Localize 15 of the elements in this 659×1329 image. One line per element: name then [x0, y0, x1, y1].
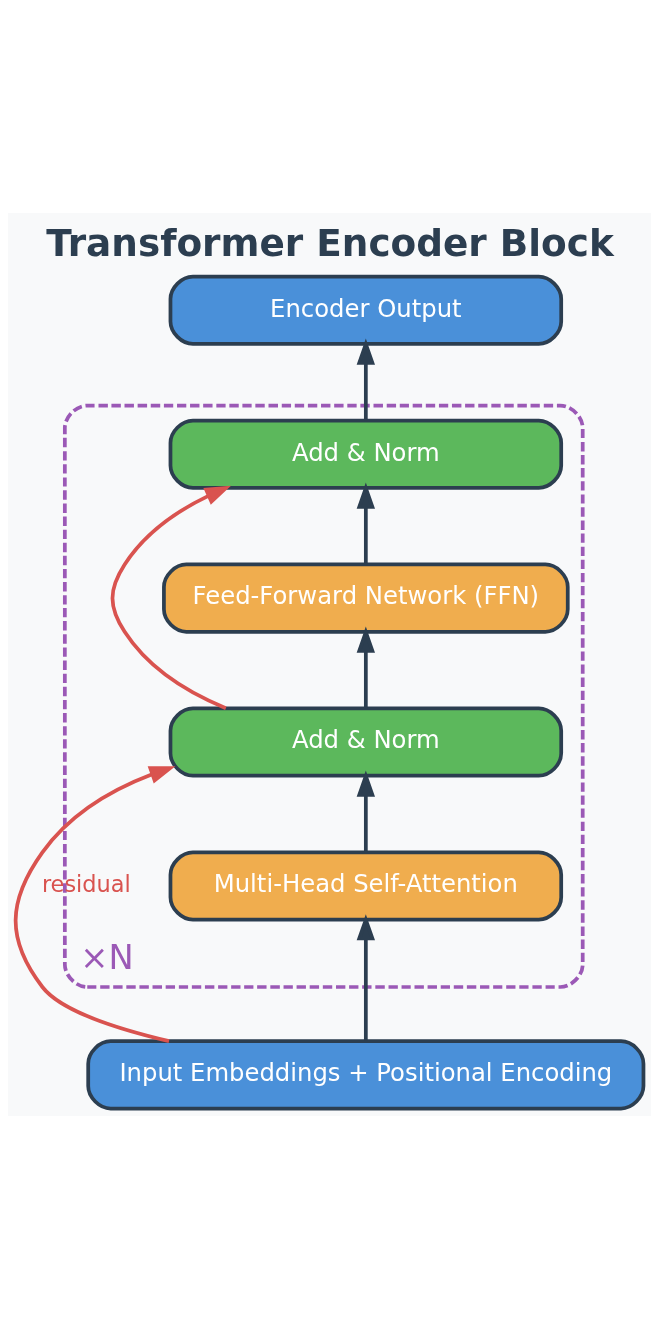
diagram-title: Transformer Encoder Block — [46, 221, 614, 265]
node-box: Multi-Head Self-Attention — [168, 850, 564, 922]
node-box: Input Embeddings + Positional Encoding — [86, 1039, 646, 1111]
arrow — [356, 338, 375, 421]
arrow — [356, 626, 375, 709]
arrow — [356, 770, 375, 853]
node-box: Encoder Output — [168, 274, 564, 346]
node-box: Feed-Forward Network (FFN) — [162, 562, 570, 634]
node-box: Add & Norm — [168, 706, 564, 778]
arrow — [13, 766, 176, 1043]
arrow — [356, 482, 375, 565]
arrow — [110, 485, 232, 710]
arrow — [356, 914, 375, 1041]
edge-label: residual — [41, 870, 131, 897]
node-box: Add & Norm — [168, 418, 564, 490]
